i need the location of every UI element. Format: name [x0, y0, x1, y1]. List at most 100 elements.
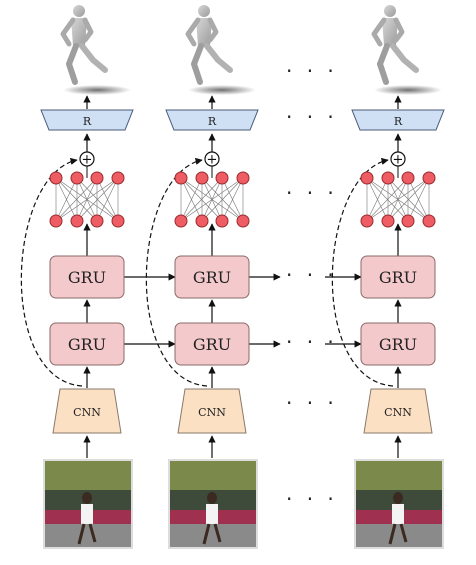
ellipsis-mlp: · · ·: [286, 181, 338, 205]
gru-label-lower-tN: GRU: [379, 335, 417, 354]
frame-trees: [44, 460, 132, 490]
frame-border: [43, 459, 133, 549]
gru-label-lower-t1: GRU: [68, 335, 106, 354]
mesh-arm-right: [207, 17, 219, 43]
mlp-neuron-in-1: [174, 214, 188, 228]
mlp-edge: [221, 177, 244, 222]
mlp-neuron-out-1: [174, 171, 188, 185]
mlp-neuron-in-4: [236, 214, 250, 228]
mlp-edge: [96, 177, 119, 222]
cnn-encoder-t2: [177, 388, 247, 434]
block-layer: [40, 5, 445, 549]
runner-shirt: [392, 504, 404, 524]
mlp-neuron-out-4: [422, 171, 436, 185]
mlp-edge: [366, 177, 430, 222]
gru-layer-upper-tN: [360, 255, 436, 299]
mlp-edge: [180, 177, 223, 222]
mlp-edge: [76, 177, 119, 222]
regressor-label-t2: R: [208, 115, 217, 128]
gru-label-upper-tN: GRU: [379, 268, 417, 287]
mesh-head: [384, 5, 396, 17]
sum-node-tN: [390, 151, 406, 167]
mlp-connections-tN: [366, 177, 430, 222]
sum-node-t2: [204, 151, 220, 167]
mlp-edge: [366, 177, 409, 222]
mesh-arm-left: [60, 17, 76, 47]
mlp-neuron-out-3: [90, 171, 104, 185]
mesh-leg-left: [377, 43, 390, 85]
runner-shirt: [206, 504, 218, 524]
gru-layer-lower-t2: [174, 322, 250, 366]
mesh-arm-left: [185, 17, 201, 47]
sum-symbol-tN: +: [393, 153, 404, 168]
mesh-arm-left: [371, 17, 387, 47]
input-frame-t2: [168, 459, 258, 549]
cnn-encoder-tN: [363, 388, 433, 434]
gru-label-upper-t2: GRU: [193, 268, 231, 287]
mlp-neuron-in-4: [422, 214, 436, 228]
runner-leg-left: [388, 523, 397, 545]
regressor-tN: [351, 109, 445, 131]
mlp-edge: [55, 177, 98, 222]
runner-shirt: [81, 504, 93, 524]
mlp-edge: [407, 177, 430, 222]
frame-border: [354, 459, 444, 549]
runner-leg-right: [399, 523, 408, 543]
ellipsis-frame: · · ·: [286, 487, 338, 511]
skip-connection-tN: [331, 157, 394, 387]
cnn-label-tN: CNN: [384, 406, 412, 419]
mlp-neuron-in-3: [401, 214, 415, 228]
mlp-neuron-out-2: [70, 171, 84, 185]
gru-label-lower-t2: GRU: [193, 335, 231, 354]
runner-leg-left: [77, 523, 86, 545]
mesh-arm-right: [82, 17, 94, 43]
mlp-neuron-in-1: [49, 214, 63, 228]
connection-layer: [20, 95, 430, 458]
mesh-head: [198, 5, 210, 17]
cnn-label-t1: CNN: [73, 406, 101, 419]
mlp-neuron-in-3: [90, 214, 104, 228]
running-human-mesh-icon-t2: [185, 5, 256, 95]
cnn-label-t2: CNN: [198, 406, 226, 419]
input-frame-t1: [43, 459, 133, 549]
label-layer: · · ·· · ·CNNGRUGRU+RCNNGRUGRU+RCNNGRUGR…: [68, 59, 417, 511]
gru-layer-lower-tN: [360, 322, 436, 366]
mlp-neuron-in-1: [360, 214, 374, 228]
skip-connection-t2: [145, 157, 208, 387]
mlp-neuron-in-4: [111, 214, 125, 228]
runner-leg-left: [202, 523, 211, 545]
running-human-mesh-icon-t1: [60, 5, 131, 95]
mesh-arm-right: [393, 17, 405, 43]
mesh-shadow: [188, 85, 256, 95]
mlp-edge: [55, 177, 78, 222]
gru-label-upper-t1: GRU: [68, 268, 106, 287]
runner-head: [82, 492, 92, 504]
mlp-neuron-out-3: [215, 171, 229, 185]
mesh-leg-left: [66, 43, 79, 85]
mlp-edge: [366, 177, 389, 222]
mesh-leg-right: [79, 43, 108, 73]
mlp-edge: [387, 177, 430, 222]
regressor-label-t1: R: [83, 115, 92, 128]
regressor-t2: [165, 109, 259, 131]
mlp-neuron-out-4: [236, 171, 250, 185]
running-human-mesh-icon-tN: [371, 5, 442, 95]
mesh-shadow: [63, 85, 131, 95]
frame-track: [169, 524, 257, 548]
ellipsis-cnn: · · ·: [286, 391, 338, 415]
sum-node-t1: [79, 151, 95, 167]
mlp-neuron-out-2: [195, 171, 209, 185]
frame-border: [168, 459, 258, 549]
runner-leg-right: [88, 523, 97, 543]
mlp-neuron-in-2: [195, 214, 209, 228]
mesh-head: [73, 5, 85, 17]
frame-track: [355, 524, 443, 548]
runner-leg-right: [213, 523, 222, 543]
runner-head: [207, 492, 217, 504]
frame-trees: [355, 460, 443, 490]
frame-trees: [169, 460, 257, 490]
mlp-edge: [180, 177, 244, 222]
mesh-leg-left: [191, 43, 204, 85]
gru-layer-upper-t2: [174, 255, 250, 299]
